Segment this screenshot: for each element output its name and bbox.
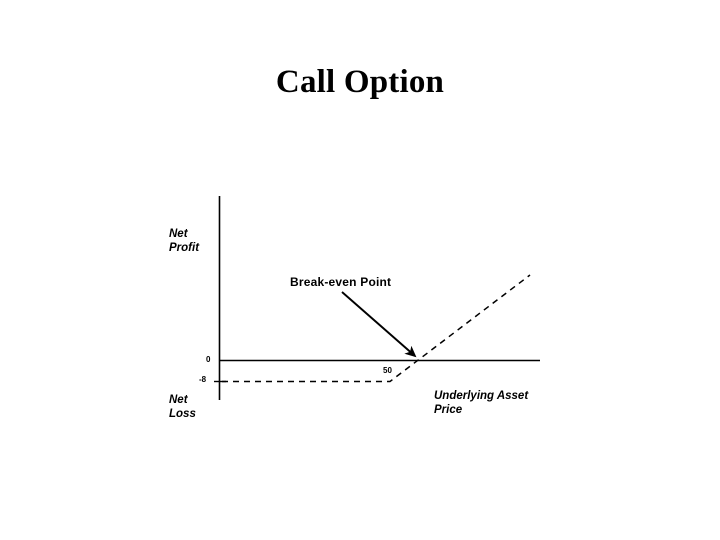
strike-tick-label: 50 [383,366,392,375]
y-axis-positive-label-line1: Net [169,228,188,240]
x-axis-label-line2: Price [434,404,463,416]
y-axis-negative-label-line1: Net [169,394,188,406]
payoff-line [222,274,531,383]
break-even-annotation-label: Break-even Point [290,275,392,289]
break-even-arrow [341,291,417,358]
origin-tick-label: 0 [206,355,211,364]
y-axis-negative-label-line2: Loss [169,408,196,420]
y-axis-positive-label-line2: Profit [169,242,200,254]
premium-tick-label: -8 [199,375,207,384]
page-title: Call Option [275,64,445,100]
x-axis-label-line1: Underlying Asset [434,390,529,402]
